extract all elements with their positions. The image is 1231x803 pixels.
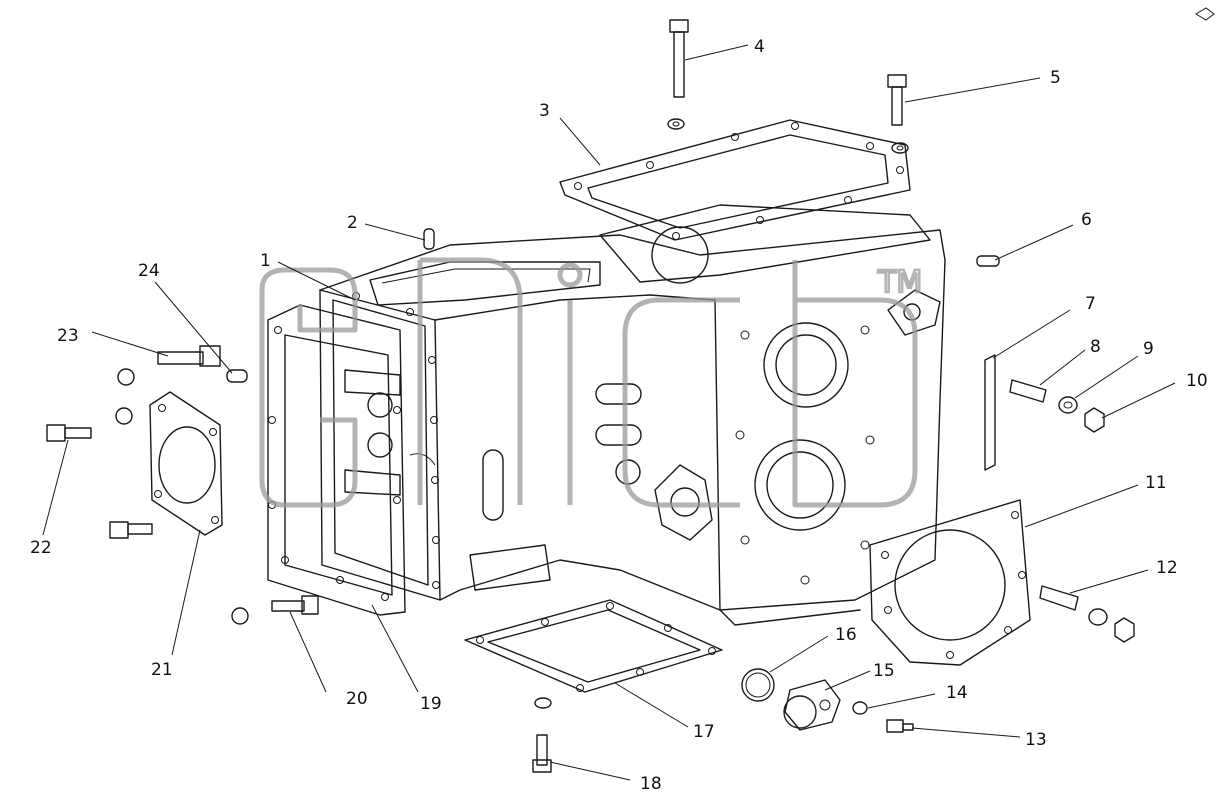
right-side-gasket	[869, 499, 1031, 666]
callout-18: 18	[640, 774, 662, 794]
leader-lines	[42, 44, 1176, 781]
callout-11: 11	[1145, 473, 1167, 493]
top-cover-gasket	[559, 119, 911, 241]
callout-19: 19	[420, 694, 442, 714]
callout-17: 17	[693, 722, 715, 742]
callout-23: 23	[57, 326, 79, 346]
callout-10: 10	[1186, 371, 1208, 391]
callout-5: 5	[1050, 68, 1061, 88]
callout-21: 21	[151, 660, 173, 680]
corner-mark-icon	[1195, 7, 1215, 21]
callout-1: 1	[260, 251, 271, 271]
front-gasket	[267, 304, 406, 616]
callout-22: 22	[30, 538, 52, 558]
bottom-gasket	[464, 599, 723, 693]
callout-12: 12	[1156, 558, 1178, 578]
callout-16: 16	[835, 625, 857, 645]
callout-20: 20	[346, 689, 368, 709]
watermark-tm-text: TM	[877, 265, 922, 300]
gearbox-housing	[319, 204, 946, 626]
watermark-logo: TM	[259, 257, 923, 508]
callout-15: 15	[873, 661, 895, 681]
callout-labels: 1 2 3 4 5 6 7 8 9 10 11 12 13 14 15 16 1…	[30, 37, 1208, 794]
callout-8: 8	[1090, 337, 1101, 357]
callout-2: 2	[347, 213, 358, 233]
callout-4: 4	[754, 37, 765, 57]
callout-14: 14	[946, 683, 968, 703]
fasteners	[46, 19, 1135, 773]
callout-7: 7	[1085, 294, 1096, 314]
left-flange-gasket	[149, 391, 223, 536]
callout-3: 3	[539, 101, 550, 121]
callout-13: 13	[1025, 730, 1047, 750]
callout-24: 24	[138, 261, 160, 281]
callout-6: 6	[1081, 210, 1092, 230]
callout-9: 9	[1143, 339, 1154, 359]
